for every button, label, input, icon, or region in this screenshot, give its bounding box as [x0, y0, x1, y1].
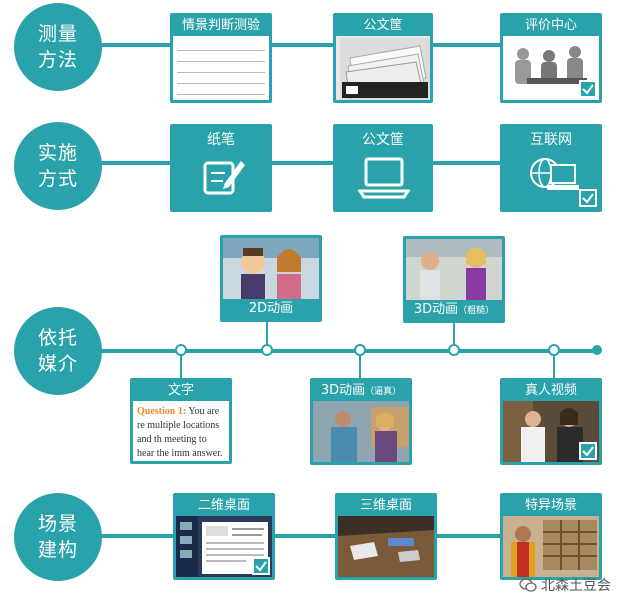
timeline-line — [60, 349, 598, 353]
title-text: 3D动画 — [320, 383, 366, 398]
card-title: 评价中心 — [503, 16, 599, 36]
card-title: 真人视频 — [503, 381, 599, 401]
card-live-video[interactable]: 真人视频 — [500, 378, 602, 465]
pen-paper-icon — [203, 161, 245, 195]
3d-desktop-image — [338, 516, 434, 577]
timeline-node — [354, 344, 366, 356]
card-3d-desktop[interactable]: 三维桌面 — [335, 493, 437, 580]
row4-line — [60, 534, 500, 538]
card-title: 情景判断测验 — [173, 16, 269, 36]
special-scene-image — [503, 516, 599, 577]
connector — [359, 354, 361, 378]
connector — [180, 354, 182, 378]
check-icon — [579, 80, 597, 98]
rough-3d-image — [406, 239, 502, 301]
row2-line — [60, 161, 600, 165]
card-situational-judgment[interactable]: 情景判断测验 — [170, 13, 272, 103]
card-title: 二维桌面 — [176, 496, 272, 516]
watermark-text: 北森土豆会 — [541, 578, 611, 594]
card-title: 3D动画（粗糙） — [406, 300, 502, 320]
check-icon — [252, 557, 270, 575]
check-icon — [579, 189, 597, 207]
timeline-end-dot — [592, 345, 602, 355]
connector — [553, 354, 555, 378]
row1-line — [60, 43, 600, 47]
card-title: 互联网 — [503, 129, 599, 151]
question-body: You are re multiple locations and th mee… — [137, 406, 223, 459]
timeline-node — [548, 344, 560, 356]
timeline-node — [261, 344, 273, 356]
card-title: 2D动画 — [223, 299, 319, 319]
row-label-scene: 场景 建构 — [14, 493, 102, 581]
row-label-measure: 测量 方法 — [14, 3, 102, 91]
title-sub: （逼真） — [365, 387, 402, 397]
globe-computer-icon — [530, 158, 579, 190]
timeline-node — [448, 344, 460, 356]
title-sub: （粗糙） — [458, 306, 495, 316]
card-2d-animation[interactable]: 2D动画 — [220, 235, 322, 322]
card-title: 3D动画（逼真） — [313, 381, 409, 401]
card-title: 特异场景 — [503, 496, 599, 516]
card-2d-desktop[interactable]: 二维桌面 — [173, 493, 275, 580]
wechat-icon — [519, 578, 537, 592]
row-label-implement: 实施 方式 — [14, 122, 102, 210]
card-title: 公文筐 — [336, 129, 430, 151]
card-title: 纸笔 — [173, 129, 269, 151]
card-title: 文字 — [133, 381, 229, 401]
laptop-icon — [358, 157, 410, 199]
card-3d-animation-rough[interactable]: 3D动画（粗糙） — [403, 236, 505, 323]
question-label: Question 1: — [137, 406, 187, 417]
card-internet[interactable]: 互联网 — [500, 124, 602, 212]
card-title: 三维桌面 — [338, 496, 434, 516]
card-in-basket[interactable]: 公文筐 — [333, 13, 433, 103]
check-icon — [579, 442, 597, 460]
card-title: 公文筐 — [336, 16, 430, 36]
card-3d-animation-realistic[interactable]: 3D动画（逼真） — [310, 378, 412, 465]
document-preview — [177, 40, 265, 98]
watermark: 北森土豆会 — [519, 575, 611, 595]
card-assessment-center[interactable]: 评价中心 — [500, 13, 602, 103]
cartoon-2d-image — [223, 238, 319, 302]
row-label-media: 依托 媒介 — [14, 307, 102, 395]
connector — [266, 320, 268, 348]
question-text: Question 1: You are re multiple location… — [133, 401, 229, 461]
card-special-scene[interactable]: 特异场景 — [500, 493, 602, 580]
card-in-basket-computer[interactable]: 公文筐 — [333, 124, 433, 212]
timeline-node — [175, 344, 187, 356]
connector — [453, 322, 455, 348]
card-text[interactable]: 文字 Question 1: You are re multiple locat… — [130, 378, 232, 464]
paper-stack-image — [340, 38, 430, 100]
card-paper-pencil[interactable]: 纸笔 — [170, 124, 272, 212]
realistic-3d-image — [313, 401, 409, 462]
meeting-people-image — [505, 38, 599, 100]
title-text: 3D动画 — [413, 302, 459, 317]
